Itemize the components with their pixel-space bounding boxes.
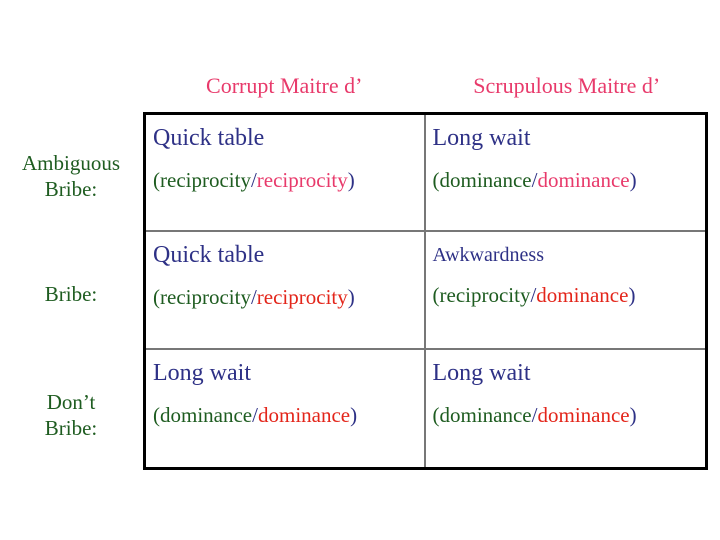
- payoff-pair: (reciprocity/reciprocity): [153, 167, 418, 193]
- payoff-cell-bribe-corrupt: Quick table (reciprocity/reciprocity): [146, 232, 426, 350]
- paren-open: (: [153, 168, 160, 192]
- paren-open: (: [153, 285, 160, 310]
- row-label-ambiguous-bribe: Ambiguous Bribe:: [0, 150, 142, 202]
- payoff-second: dominance: [536, 283, 629, 308]
- payoff-first: reciprocity: [160, 168, 251, 192]
- row-label-line: Bribe:: [44, 416, 98, 440]
- slash: /: [531, 402, 538, 427]
- payoff-second: dominance: [257, 402, 351, 427]
- paren-open: (: [432, 283, 440, 308]
- outcome-title: Quick table: [153, 125, 265, 151]
- payoff-second: dominance: [537, 402, 630, 427]
- paren-close: ): [629, 168, 637, 192]
- payoff-pair: (reciprocity/dominance): [433, 282, 700, 308]
- row-label-line: Don’t: [46, 390, 96, 414]
- payoff-first: dominance: [160, 402, 253, 427]
- payoff-second: reciprocity: [256, 168, 348, 192]
- payoff-first: dominance: [439, 402, 532, 427]
- payoff-pair: (dominance/dominance): [433, 402, 700, 428]
- outcome-title: Awkwardness: [432, 244, 544, 267]
- row-label-bribe: Bribe:: [0, 281, 142, 307]
- payoff-pair: (dominance/dominance): [153, 402, 418, 428]
- column-headers: Corrupt Maitre d’ Scrupulous Maitre d’: [143, 72, 708, 100]
- slash: /: [530, 283, 537, 308]
- column-header-corrupt: Corrupt Maitre d’: [206, 73, 363, 98]
- paren-close: ): [629, 402, 637, 427]
- paren-open: (: [153, 402, 160, 427]
- payoff-pair: (dominance/dominance): [433, 167, 700, 193]
- paren-open: (: [432, 402, 440, 427]
- outcome-title: Long wait: [432, 125, 531, 151]
- row-label-line: Bribe:: [44, 282, 98, 306]
- outcome-title: Long wait: [153, 359, 251, 386]
- payoff-cell-ambiguous-scrupulous: Long wait (dominance/dominance): [425, 115, 705, 233]
- row-label-line: Ambiguous: [21, 151, 120, 175]
- payoff-cell-bribe-scrupulous: Awkwardness (reciprocity/dominance): [425, 232, 705, 350]
- column-header-scrupulous: Scrupulous Maitre d’: [473, 73, 661, 98]
- outcome-title: Quick table: [153, 242, 265, 269]
- payoff-first: dominance: [439, 168, 532, 192]
- payoff-cell-ambiguous-corrupt: Quick table (reciprocity/reciprocity): [146, 115, 426, 233]
- outcome-title: Long wait: [432, 359, 531, 386]
- payoff-table: Quick table (reciprocity/reciprocity) Lo…: [143, 112, 708, 470]
- paren-close: ): [347, 168, 355, 192]
- payoff-second: reciprocity: [256, 285, 348, 310]
- slash: /: [250, 285, 257, 310]
- payoff-first: reciprocity: [160, 285, 251, 310]
- slash: /: [252, 402, 258, 427]
- paren-close: ): [350, 402, 358, 427]
- payoff-cell-dont-bribe-scrupulous: Long wait (dominance/dominance): [426, 350, 706, 467]
- payoff-second: dominance: [537, 168, 630, 192]
- payoff-pair: (reciprocity/reciprocity): [153, 284, 418, 310]
- row-label-dont-bribe: Don’t Bribe:: [0, 389, 142, 441]
- paren-close: ): [628, 283, 636, 308]
- slash: /: [531, 168, 538, 192]
- paren-close: ): [347, 285, 355, 310]
- row-label-line: Bribe:: [44, 177, 98, 201]
- paren-open: (: [432, 168, 440, 192]
- slash: /: [250, 168, 257, 192]
- payoff-cell-dont-bribe-corrupt: Long wait (dominance/dominance): [146, 349, 426, 467]
- payoff-first: reciprocity: [439, 283, 531, 308]
